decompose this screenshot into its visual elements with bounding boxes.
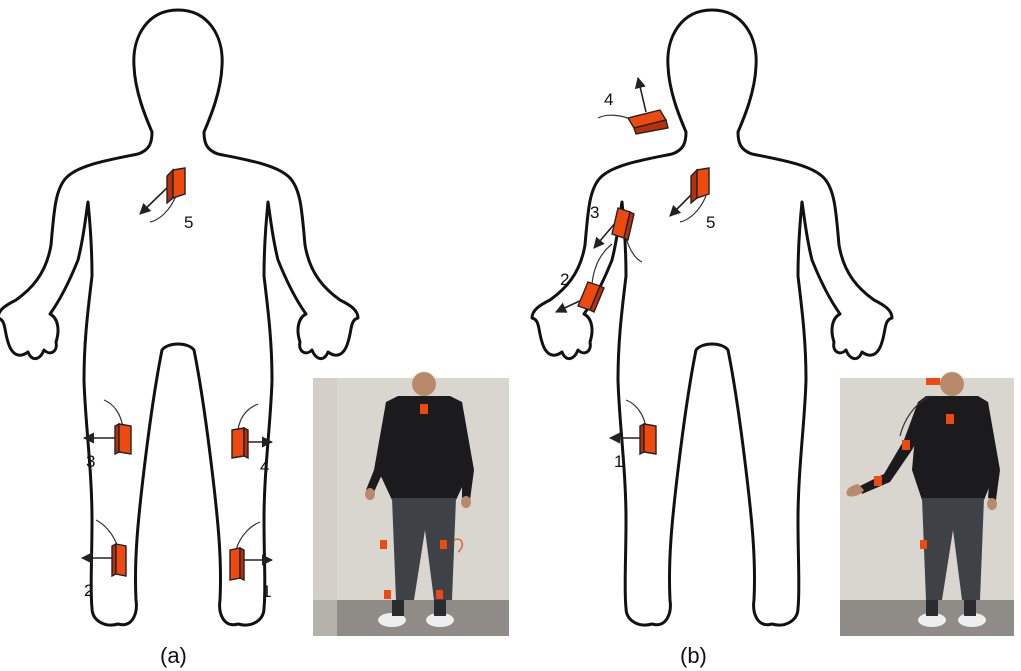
sensor-label-b-3: 3 (590, 203, 599, 222)
caption-a: (a) (160, 643, 187, 668)
sensor-label-a-3: 3 (86, 452, 95, 471)
sensor-label-b-4: 4 (604, 90, 613, 109)
sensor-label-a-2: 2 (84, 581, 93, 600)
sensor-label-b-1: 1 (614, 452, 623, 471)
body-silhouette-a (0, 10, 358, 625)
sensor-label-b-5: 5 (706, 213, 715, 232)
photo-a (313, 372, 509, 636)
sensor-b-4: 4 (598, 78, 668, 134)
body-silhouette-b (532, 10, 892, 625)
caption-b: (b) (680, 643, 707, 668)
sensor-label-a-1: 1 (262, 582, 271, 601)
sensor-label-a-4: 4 (260, 457, 269, 476)
sensor-label-b-2: 2 (560, 270, 569, 289)
panel-b: 4 5 3 2 (532, 10, 1014, 668)
panel-a: 5 3 4 2 (0, 10, 509, 668)
sensor-label-a-5: 5 (184, 213, 193, 232)
photo-b (840, 372, 1014, 636)
